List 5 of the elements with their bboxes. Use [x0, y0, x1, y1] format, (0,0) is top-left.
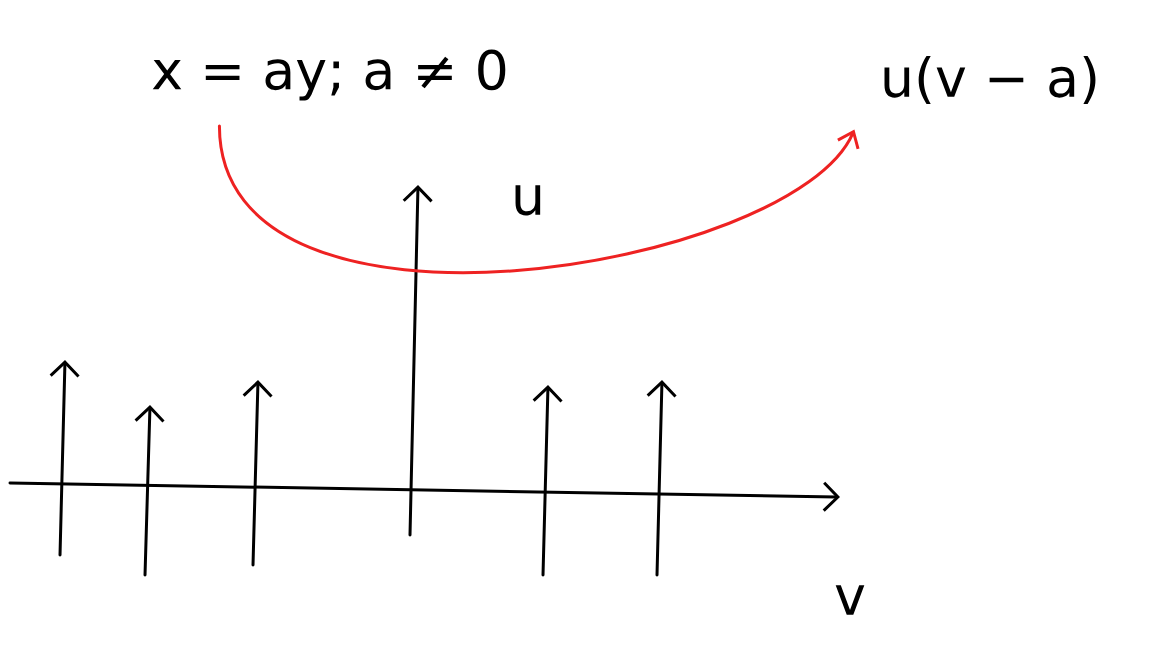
axis-label: u: [515, 184, 541, 216]
curved-arrow: [217, 124, 860, 274]
formula-text: x = ay; a ≠ 0: [152, 49, 506, 101]
axis-label: v: [835, 585, 865, 615]
formula-text: u(v − a): [884, 56, 1096, 104]
